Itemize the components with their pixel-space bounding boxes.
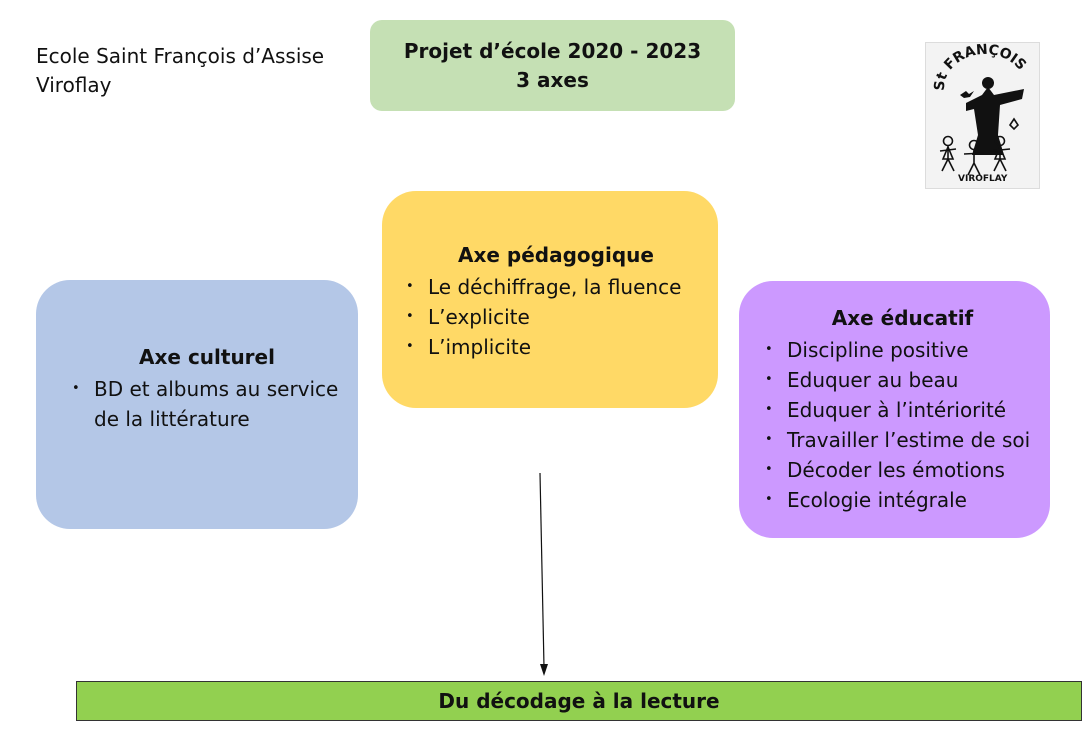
saint-figure-icon [966,87,1024,155]
axe-culturel-list: BD et albums au service de la littératur… [70,374,344,434]
logo-bottom-text: VIROFLAY [958,174,1008,184]
list-item: Eduquer à l’intériorité [763,395,1042,425]
axe-culturel-title: Axe culturel [139,345,275,369]
list-item: Décoder les émotions [763,455,1042,485]
axe-pedagogique-list: Le déchiffrage, la fluence L’explicite L… [404,272,708,362]
children-icon [939,117,1020,176]
school-name: Ecole Saint François d’Assise Viroflay [36,42,324,100]
project-title-box: Projet d’école 2020 - 2023 3 axes [370,20,735,111]
list-item: Le déchiffrage, la fluence [404,272,708,302]
list-item: Travailler l’estime de soi [763,425,1042,455]
conclusion-label: Du décodage à la lecture [438,689,720,713]
project-subtitle: 3 axes [516,68,589,92]
school-name-line2: Viroflay [36,73,112,97]
school-logo: St FRANÇOIS VIROFLAY [925,42,1040,189]
axe-educatif-list: Discipline positive Eduquer au beau Eduq… [763,335,1042,515]
axe-educatif-title: Axe éducatif [831,306,974,330]
axe-educatif-box: Axe éducatif Discipline positive Eduquer… [739,281,1050,538]
list-item: Ecologie intégrale [763,485,1042,515]
axe-pedagogique-box: Axe pédagogique Le déchiffrage, la fluen… [382,191,718,408]
project-title: Projet d’école 2020 - 2023 [403,39,702,63]
list-item: L’explicite [404,302,708,332]
arrow-head-icon [540,664,548,676]
list-item: L’implicite [404,332,708,362]
list-item: BD et albums au service de la littératur… [70,374,344,434]
axe-pedagogique-title: Axe pédagogique [458,243,654,267]
school-name-line1: Ecole Saint François d’Assise [36,44,325,68]
arrow-line [539,472,545,668]
axe-culturel-box: Axe culturel BD et albums au service de … [36,280,358,529]
bird-icon [960,91,974,98]
list-item: Discipline positive [763,335,1042,365]
saint-francis-logo-icon: St FRANÇOIS VIROFLAY [932,43,1030,184]
conclusion-box: Du décodage à la lecture [76,681,1082,721]
list-item: Eduquer au beau [763,365,1042,395]
saint-head-icon [982,77,994,89]
